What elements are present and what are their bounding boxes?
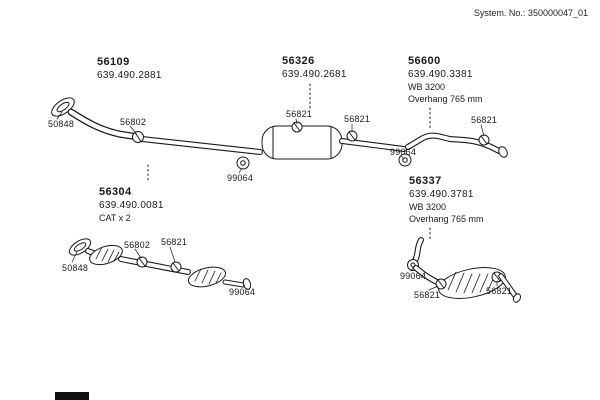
- callout-label: 56821: [286, 109, 313, 119]
- callout-label: 50848: [48, 119, 75, 129]
- assembly-note: WB 3200: [409, 202, 447, 212]
- callout-label: 56821: [486, 286, 513, 296]
- callout-leader-lines: [56, 111, 498, 291]
- center-muffler-drawing: [236, 121, 412, 170]
- assembly-note: Overhang 765 mm: [409, 214, 484, 224]
- callout-label: 56821: [161, 237, 188, 247]
- front-pipe-drawing: [51, 97, 263, 155]
- assembly-part-number: 639.490.3381: [408, 69, 473, 80]
- assembly-id: 56337: [409, 175, 442, 187]
- callout-label: 56821: [414, 290, 441, 300]
- assembly-note: CAT x 2: [99, 213, 131, 223]
- assembly-label-56337: 56337 639.490.3781 WB 3200 Overhang 765 …: [409, 175, 484, 225]
- assembly-part-number: 639.490.3781: [409, 189, 474, 200]
- assembly-part-number: 639.490.2881: [97, 70, 162, 81]
- callout-label: 99064: [400, 271, 427, 281]
- assembly-id: 56326: [282, 55, 315, 67]
- dotted-leader-lines: [147, 83, 431, 241]
- callout-label: 56821: [471, 115, 498, 125]
- assembly-label-56304: 56304 639.490.0081 CAT x 2: [99, 186, 164, 224]
- assembly-part-number: 639.490.0081: [99, 200, 164, 211]
- catalyst-pipe-drawing: [68, 238, 252, 290]
- callout-label: 56802: [124, 240, 151, 250]
- assembly-id: 56304: [99, 186, 132, 198]
- callout-label: 56802: [120, 117, 147, 127]
- callout-label: 56821: [344, 114, 371, 124]
- callout-label: 99064: [390, 147, 417, 157]
- assembly-label-56109: 56109 639.490.2881: [97, 56, 162, 82]
- page-mark: [55, 392, 89, 400]
- system-number: System. No.: 350000047_01: [473, 8, 588, 18]
- assembly-id: 56600: [408, 55, 441, 67]
- assembly-note: Overhang 765 mm: [408, 94, 483, 104]
- assembly-id: 56109: [97, 56, 130, 68]
- callout-label: 99064: [227, 173, 254, 183]
- callout-label: 50848: [62, 263, 89, 273]
- tailpipe-drawing: [405, 132, 508, 158]
- assembly-label-56600: 56600 639.490.3381 WB 3200 Overhang 765 …: [408, 55, 483, 105]
- assembly-part-number: 639.490.2681: [282, 69, 347, 80]
- assembly-label-56326: 56326 639.490.2681: [282, 55, 347, 81]
- assembly-note: WB 3200: [408, 82, 446, 92]
- callout-label: 99064: [229, 287, 256, 297]
- rear-muffler-drawing: [407, 237, 522, 303]
